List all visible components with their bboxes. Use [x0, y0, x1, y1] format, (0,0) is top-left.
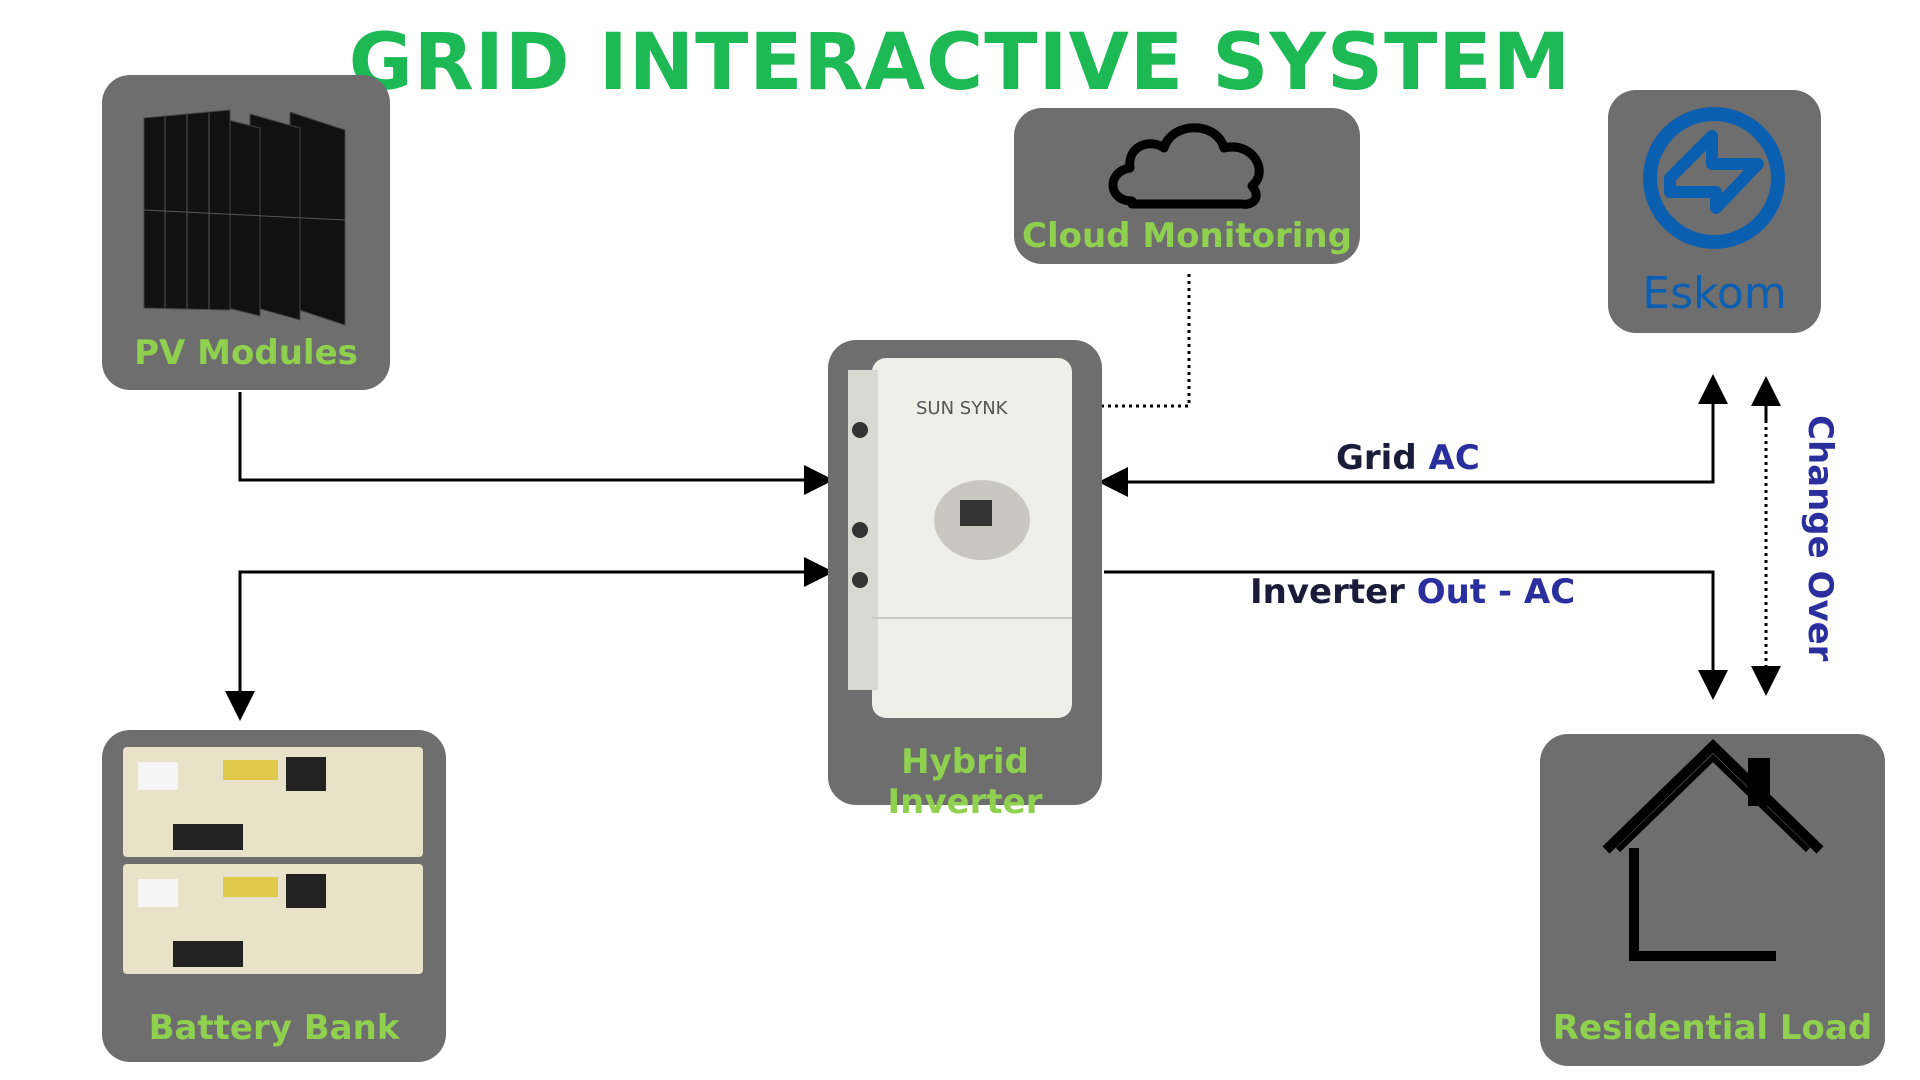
solar-panel-icon	[143, 109, 346, 326]
cloud-monitoring-node: Cloud Monitoring	[1014, 108, 1360, 264]
grid-ac-arrow	[1098, 382, 1715, 497]
eskom-grid-node: Eskom	[1608, 90, 1821, 333]
pv-modules-label: PV Modules	[134, 333, 358, 373]
residential-load-label: Residential Load	[1552, 1008, 1873, 1048]
battery-bank-label: Battery Bank	[148, 1008, 400, 1048]
change-over-label: Change Over	[1800, 415, 1840, 662]
cloud-monitoring-link	[1101, 270, 1191, 408]
battery-bank-node: Battery Bank	[102, 730, 446, 1062]
hybrid-inverter-label: Hybrid Inverter	[887, 742, 1043, 822]
inverter-icon	[848, 358, 1072, 718]
eskom-logo-text: Eskom	[1642, 268, 1787, 319]
battery-bank-icon	[123, 747, 423, 974]
grid-ac-accent: AC	[1428, 438, 1480, 478]
cloud-icon	[1108, 123, 1264, 209]
inverter-brand: SUN SYNK	[916, 398, 1008, 419]
grid-ac-text: Grid	[1336, 438, 1417, 478]
residential-load-node: Residential Load	[1540, 734, 1885, 1066]
inverter-out-text: Inverter	[1250, 572, 1405, 612]
grid-ac-label: Grid AC	[1336, 438, 1480, 478]
house-icon	[1602, 739, 1824, 961]
inverter-out-accent: Out - AC	[1416, 572, 1576, 612]
pv-modules-node: PV Modules	[102, 75, 390, 390]
diagram-title: GRID INTERACTIVE SYSTEM	[348, 18, 1572, 108]
hybrid-inverter-node: SUN SYNK Hybrid Inverter	[828, 340, 1102, 822]
battery-inverter-arrow	[225, 570, 828, 721]
cloud-monitoring-label: Cloud Monitoring	[1022, 216, 1352, 256]
pv-to-inverter-arrow	[238, 392, 834, 495]
inverter-out-arrow	[1104, 570, 1728, 700]
eskom-logo-icon	[1643, 107, 1785, 249]
inverter-out-label: Inverter Out - AC	[1250, 572, 1575, 612]
